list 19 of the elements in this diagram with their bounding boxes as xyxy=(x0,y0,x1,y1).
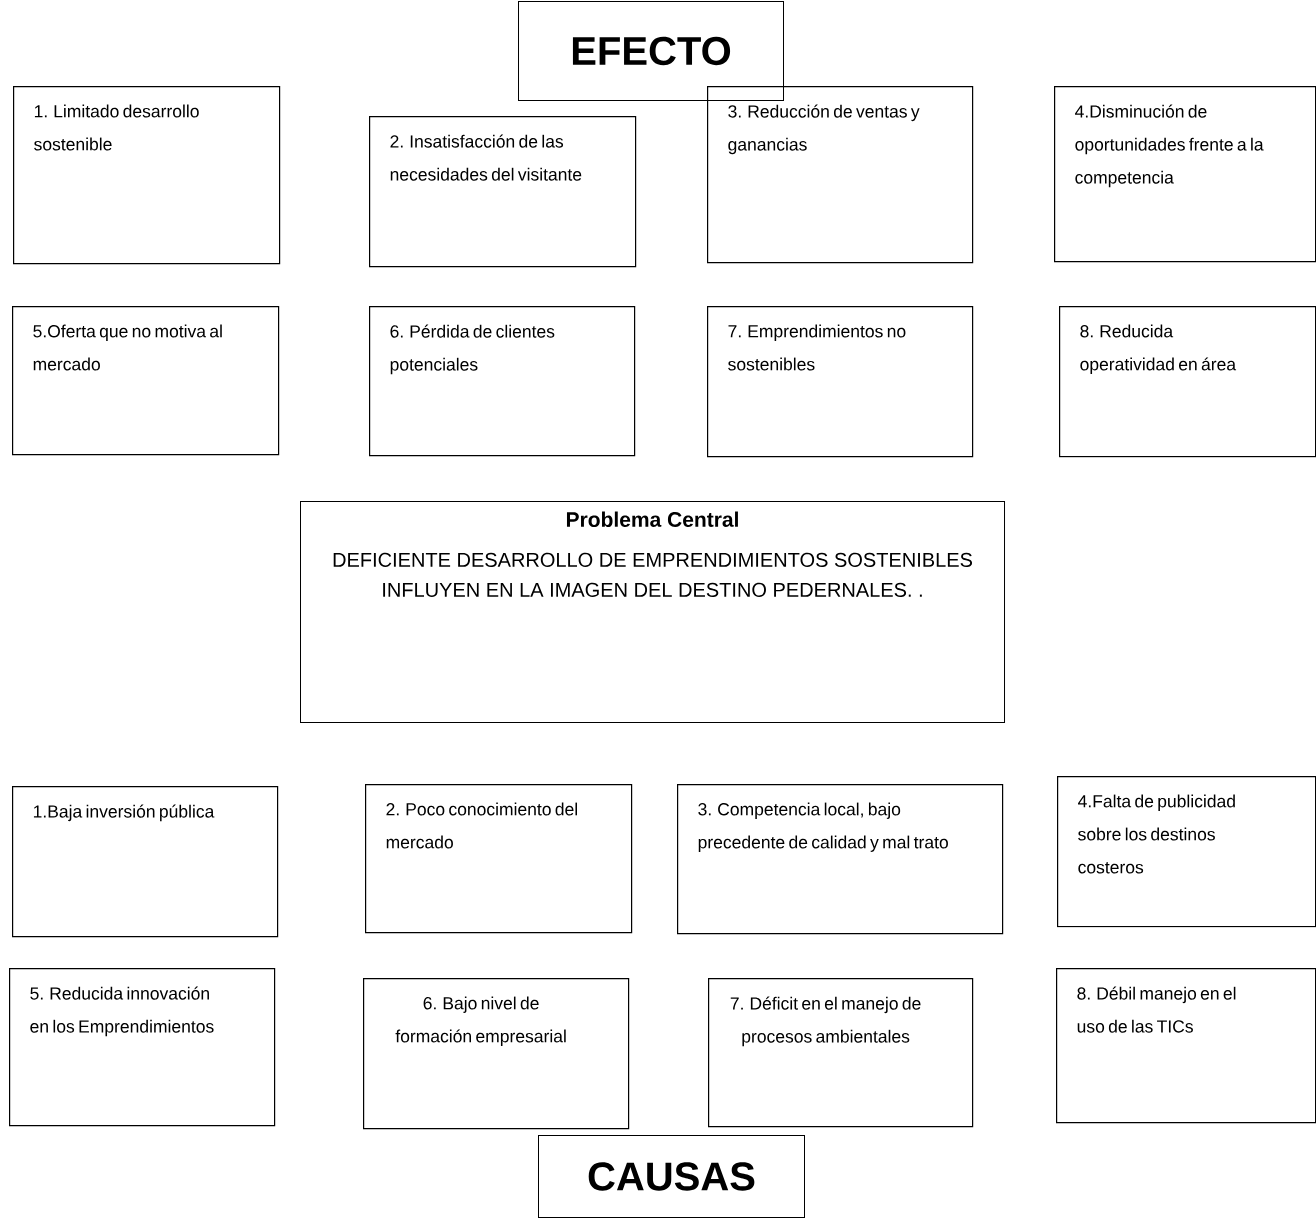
text-box: 6. Bajo nivel de formación empresarial xyxy=(363,978,630,1130)
text-box: 2. Poco conocimiento del mercado xyxy=(365,784,633,934)
text-box: 3. Competencia local, bajo precedente de calidad y mal trato xyxy=(677,784,1004,935)
text-box: 4.Disminución de oportunidades frente a la competencia xyxy=(1054,86,1316,263)
text-box: 7. Déficit en el manejo de procesos ambientales xyxy=(708,978,974,1128)
text-box: 1.Baja inversión pública xyxy=(12,786,279,938)
text-box: 1. Limitado desarrollo sostenible xyxy=(13,86,281,265)
text-box: 3. Reducción de ventas y ganancias xyxy=(707,86,974,264)
text-box: 5.Oferta que no motiva al mercado xyxy=(12,306,280,456)
title-box: CAUSAS xyxy=(538,1135,805,1218)
text-box: 4.Falta de publicidad sobre los destinos costeros xyxy=(1057,776,1316,928)
text-box: 5. Reducida innovación en los Emprendimientos xyxy=(9,968,276,1127)
text-box: 8. Débil manejo en el uso de las TICs xyxy=(1056,968,1316,1124)
text-box: 8. Reducida operatividad en área xyxy=(1059,306,1316,458)
text-box: 2. Insatisfacción de las necesidades del visitante xyxy=(369,116,637,268)
text-box: 6. Pérdida de clientes potenciales xyxy=(369,306,636,457)
problem-box: Problema Central DEFICIENTE DESARROLLO DE EMPRENDIMIENTOS SOSTENIBLES INFLUYEN EN LA IMAGEN DEL DESTINO PEDERNALES. . xyxy=(300,501,1005,723)
title-box: EFECTO xyxy=(518,1,784,101)
text-box: 7. Emprendimientos no sostenibles xyxy=(707,306,974,458)
